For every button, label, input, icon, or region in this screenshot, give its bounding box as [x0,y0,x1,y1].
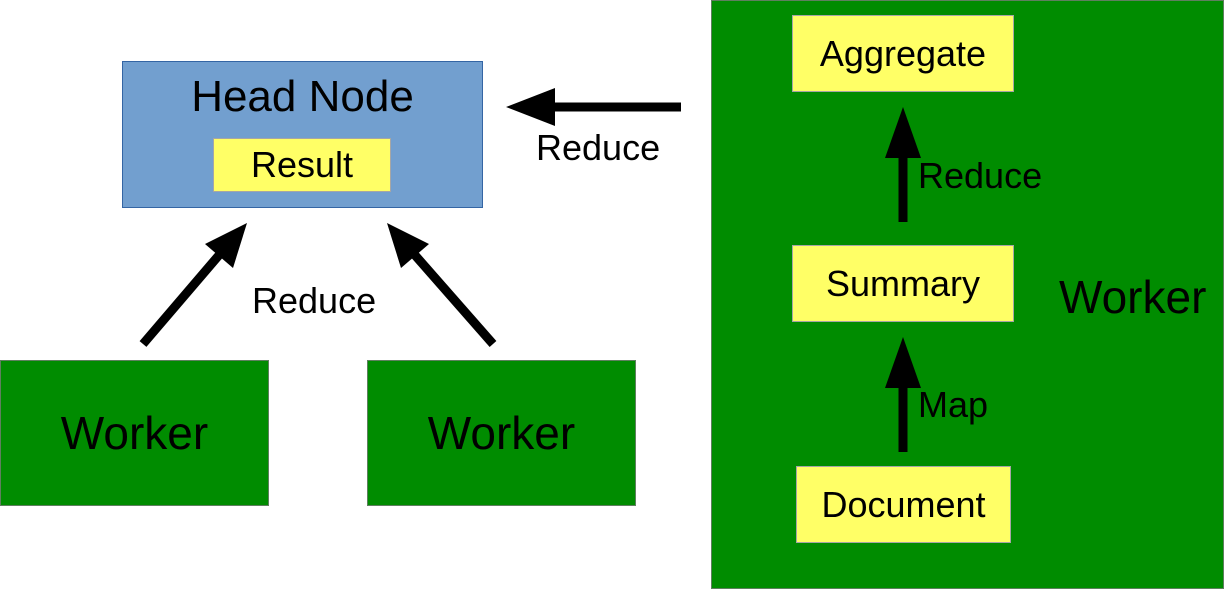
worker-detail-label: Worker [1059,271,1207,323]
arrow-left-worker-to-head [139,223,247,347]
arrow-detail-to-head [506,88,681,126]
aggregate-box: Aggregate [792,15,1014,92]
worker-node-left: Worker [0,360,269,506]
summary-box: Summary [792,245,1014,322]
result-box: Result [213,138,391,192]
document-box: Document [796,466,1011,543]
worker-node-right: Worker [367,360,636,506]
edge-label-reduce-to-head: Reduce [536,127,661,168]
edge-label-reduce-to-aggregate: Reduce [918,155,1043,196]
edge-label-reduce-from-workers: Reduce [252,280,377,321]
edge-label-map: Map [918,384,989,425]
head-node-title: Head Node [191,72,414,121]
arrow-right-worker-to-head [387,223,497,347]
